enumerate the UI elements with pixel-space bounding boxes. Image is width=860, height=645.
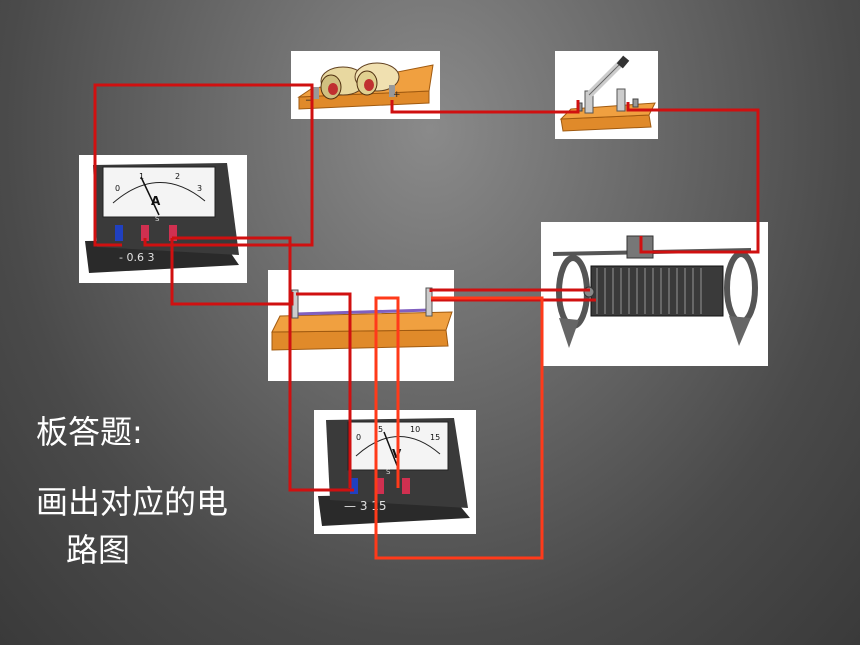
ammeter-terminals: - 0.6 3 bbox=[119, 251, 154, 264]
voltmeter-scale-0: 0 bbox=[356, 433, 361, 442]
ammeter-maker: S bbox=[155, 215, 160, 223]
wire-resistor-right-to-rheostat bbox=[429, 288, 590, 292]
sliding-rheostat-panel[interactable] bbox=[541, 222, 768, 366]
wire-voltmeter-15-loop bbox=[374, 296, 544, 560]
heading-text: 板答题: bbox=[36, 413, 143, 451]
battery-holder-panel: − + bbox=[291, 51, 440, 119]
wire-switch-to-rheostat bbox=[626, 102, 760, 254]
voltmeter-maker: S bbox=[386, 468, 391, 476]
resistance-wire-panel bbox=[268, 270, 454, 381]
wire-ammeter-to-resistor bbox=[170, 238, 294, 306]
resistance-wire-icon bbox=[271, 287, 453, 351]
ammeter-panel: 0 1 2 3 A S - 0.6 3 bbox=[79, 155, 247, 283]
battery-holder-icon: − + bbox=[297, 62, 434, 110]
wire-ammeter-to-battery-return bbox=[143, 100, 314, 247]
wire-battery-to-ammeter bbox=[93, 83, 314, 247]
svg-text:+: + bbox=[393, 90, 401, 100]
instruction-line-2: 路图 bbox=[66, 531, 131, 569]
ammeter-scale-0: 0 bbox=[115, 184, 120, 193]
voltmeter-scale-2: 10 bbox=[410, 425, 420, 434]
ammeter-symbol: A bbox=[151, 194, 161, 208]
wire-ammeter-to-voltmeter bbox=[172, 236, 354, 492]
wire-resistor-to-voltmeter bbox=[296, 292, 352, 488]
sliding-rheostat-icon bbox=[552, 235, 758, 348]
knife-switch-icon bbox=[559, 55, 656, 132]
ammeter-scale-2: 2 bbox=[175, 172, 180, 181]
knife-switch-panel[interactable] bbox=[555, 51, 658, 139]
ammeter-icon: 0 1 2 3 A S - 0.6 3 bbox=[85, 163, 239, 273]
wire-battery-to-switch bbox=[390, 100, 580, 114]
svg-text:−: − bbox=[305, 96, 313, 106]
voltmeter-scale-3: 15 bbox=[430, 433, 440, 442]
ammeter-scale-3: 3 bbox=[197, 184, 202, 193]
ammeter-scale-1: 1 bbox=[139, 172, 144, 181]
voltmeter-scale-1: 5 bbox=[378, 425, 383, 434]
instruction-line-1: 画出对应的电 bbox=[36, 483, 229, 521]
